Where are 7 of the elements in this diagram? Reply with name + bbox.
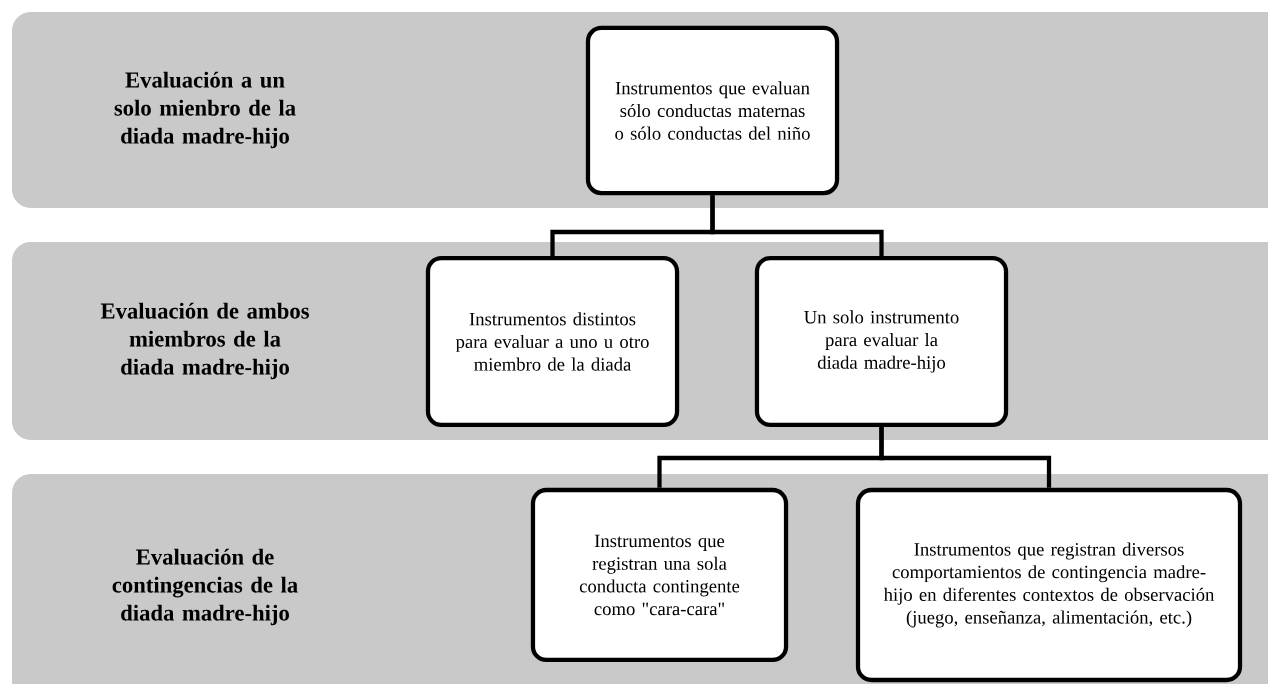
connector-line	[879, 427, 1052, 488]
text-box: Un solo instrumento para evaluar la diada madre-hijo	[754, 255, 1009, 428]
connector-line	[710, 195, 884, 256]
text-box: Instrumentos distintos para evaluar a uno u otro miembro de la diada	[425, 255, 680, 428]
text-box: Instrumentos que evaluan sólo conductas maternas o sólo conductas del niño	[585, 25, 840, 196]
text-box: Instrumentos que registran una sola conducta contingente como "cara-cara"	[530, 487, 789, 663]
text-box: Instrumentos que registran diversos comportamientos de contingencia madre-hijo en diferentes contextos de observación (juego, enseñanza, alimentación, etc.)	[855, 487, 1243, 683]
